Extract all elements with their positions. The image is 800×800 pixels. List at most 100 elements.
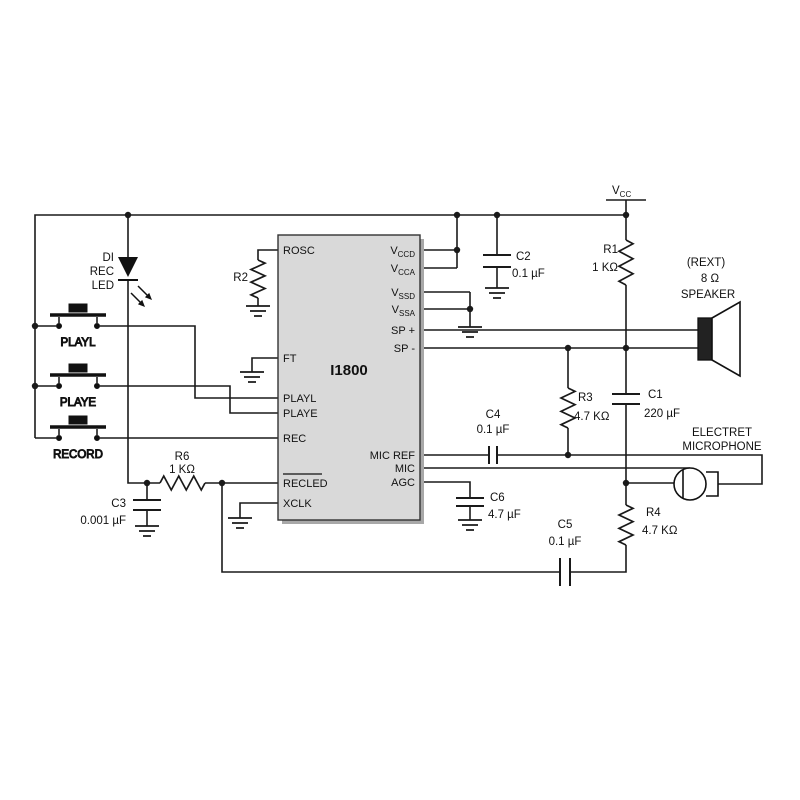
speaker: (REXT) 8 Ω SPEAKER (681, 257, 741, 378)
junction-dot (622, 344, 630, 352)
led-arrowhead-2 (137, 299, 145, 307)
ic-name: I1800 (330, 362, 368, 379)
junction-dot (622, 211, 630, 219)
vcc-label: VCC (612, 185, 631, 199)
c1-value: 220 µF (644, 408, 680, 420)
resistor-r2-icon (248, 259, 268, 299)
switch-cap (68, 363, 88, 373)
junction-dot (466, 305, 474, 313)
junction-dot (564, 451, 572, 459)
junction-dot (143, 479, 151, 487)
vcc-sub: CC (620, 190, 632, 199)
record-led: DI REC LED (90, 252, 152, 307)
button-label-playe: PLAYE (60, 397, 97, 409)
speaker-body-icon (697, 317, 713, 361)
c6-ref: C6 (490, 492, 505, 504)
junction-dot (493, 211, 501, 219)
junction-dot (453, 211, 461, 219)
vcc-symbol: VCC (612, 185, 631, 199)
pin-rec: REC (283, 433, 306, 445)
capacitor-plates (133, 254, 640, 586)
pin-sp-plus: SP + (391, 325, 415, 337)
r3-value: 4.7 KΩ (574, 411, 610, 423)
r6-value: 1 KΩ (169, 464, 195, 476)
mic-label-1: ELECTRET (692, 427, 752, 439)
junction-dot (453, 246, 461, 254)
pin-vssd-base: V (391, 287, 399, 299)
vcc-base: V (612, 185, 620, 197)
pin-vccd-sub: CCD (398, 250, 416, 259)
pin-vssa-sub: SSA (399, 309, 416, 318)
pushbutton-record: RECORD (50, 415, 106, 462)
switch-cap (68, 415, 88, 425)
pin-agc: AGC (391, 477, 415, 489)
pin-vcca: VCCA (391, 263, 416, 277)
speaker-label-1: (REXT) (687, 257, 726, 269)
mic-bracket-icon (706, 471, 719, 497)
junction-dot (218, 479, 226, 487)
resistor-r6-icon (159, 474, 206, 492)
component-labels: R1 1 KΩ R2 R3 4.7 KΩ R4 4.7 KΩ R6 1 KΩ C… (80, 244, 680, 548)
c4-value: 0.1 µF (477, 424, 510, 436)
ground-icon (135, 287, 509, 537)
pushbutton-playl: PLAYL (50, 303, 106, 350)
resistor-r4-icon (617, 504, 635, 546)
switch-terminal (56, 323, 62, 329)
resistor-r3-icon (559, 387, 577, 429)
r3-ref: R3 (578, 392, 593, 404)
speaker-label-3: SPEAKER (681, 289, 735, 301)
junction-dots (31, 211, 630, 487)
switch-terminal (56, 435, 62, 441)
led-arrow-2 (130, 292, 142, 304)
switch-terminal (56, 383, 62, 389)
r1-value: 1 KΩ (592, 262, 618, 274)
pushbutton-playe: PLAYE (50, 363, 106, 410)
circuit-wires (34, 199, 763, 573)
pin-vccd: VCCD (390, 245, 415, 259)
pin-vssd-sub: SSD (399, 292, 416, 301)
r4-value: 4.7 KΩ (642, 525, 678, 537)
switch-terminal (94, 383, 100, 389)
switch-terminal (94, 323, 100, 329)
resistor-symbols (159, 239, 635, 546)
junction-dot (564, 344, 572, 352)
c1-ref: C1 (648, 389, 663, 401)
pin-vssa-base: V (392, 304, 400, 316)
led-arrowhead-1 (144, 292, 152, 300)
c2-value: 0.1 µF (512, 268, 545, 280)
c3-ref: C3 (111, 498, 126, 510)
junction-dot (31, 322, 39, 330)
r1-ref: R1 (603, 244, 618, 256)
r6-ref: R6 (175, 451, 190, 463)
button-label-record: RECORD (53, 449, 103, 461)
c5-ref: C5 (558, 519, 573, 531)
ic-body (277, 234, 421, 521)
mic-body-icon (673, 467, 707, 501)
pin-playl: PLAYL (283, 393, 316, 405)
junction-dot (622, 479, 630, 487)
c3-value: 0.001 µF (80, 515, 126, 527)
c6-value: 4.7 µF (488, 509, 521, 521)
speaker-label-2: 8 Ω (701, 273, 720, 285)
r4-ref: R4 (646, 507, 661, 519)
led-label-1: DI (103, 252, 115, 264)
ic-i1800: I1800 ROSC FT PLAYL PLAYE REC RECLED XCL… (277, 234, 424, 524)
c5-value: 0.1 µF (549, 536, 582, 548)
pin-recled: RECLED (283, 478, 328, 490)
pin-vcca-base: V (391, 263, 399, 275)
pin-vccd-base: V (390, 245, 398, 257)
led-arrow-1 (137, 285, 149, 297)
junction-dot (31, 382, 39, 390)
pin-xclk: XCLK (283, 498, 312, 510)
switch-terminal (94, 435, 100, 441)
pin-mic-ref: MIC REF (370, 450, 416, 462)
pin-rosc: ROSC (283, 245, 315, 257)
led-label-3: LED (92, 280, 114, 292)
pin-sp-minus: SP - (394, 343, 416, 355)
led-triangle-icon (118, 257, 138, 277)
pin-playe: PLAYE (283, 408, 318, 420)
resistor-r1-icon (617, 239, 635, 286)
mic-label-2: MICROPHONE (682, 441, 762, 453)
